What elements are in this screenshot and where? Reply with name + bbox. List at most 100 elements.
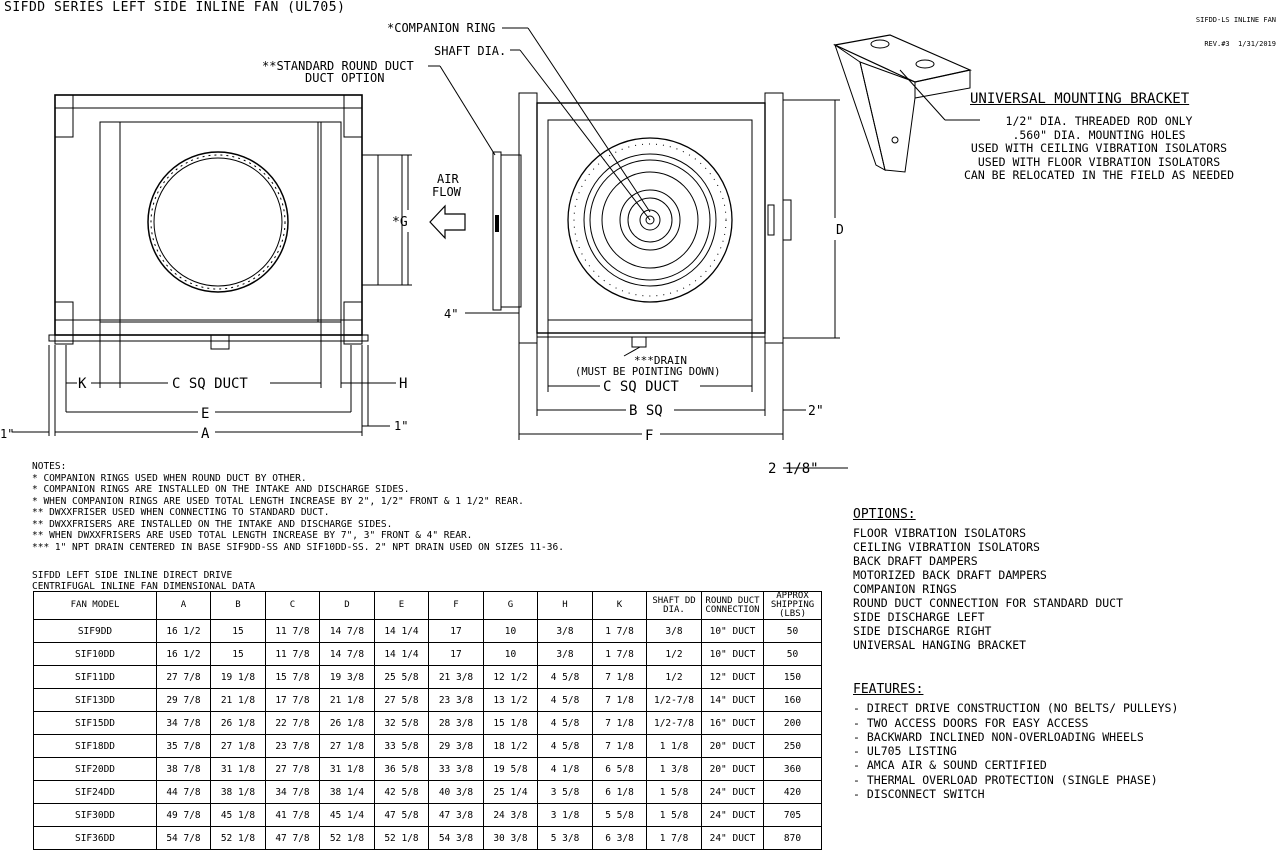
label-companion-ring: *COMPANION RING [387, 21, 495, 35]
table-cell: 50 [763, 642, 822, 666]
table-cell: 4 5/8 [537, 688, 593, 712]
table-cell: 1/2 [646, 665, 702, 689]
table-cell: SIF11DD [33, 665, 157, 689]
table-header-cell: C [265, 591, 320, 620]
table-cell: 1 7/8 [592, 642, 647, 666]
label-f: F [645, 428, 653, 444]
table-cell: 29 7/8 [156, 688, 211, 712]
table-cell: 10" DUCT [701, 642, 764, 666]
table-cell: 24" DUCT [701, 780, 764, 804]
table-cell: 30 3/8 [483, 826, 538, 850]
notes-block: NOTES: * COMPANION RINGS USED WHEN ROUND… [32, 461, 564, 553]
label-shaft-dia: SHAFT DIA. [434, 44, 506, 58]
table-cell: 20" DUCT [701, 734, 764, 758]
note-line: *** 1" NPT DRAIN CENTERED IN BASE SIF9DD… [32, 541, 564, 553]
table-cell: 705 [763, 803, 822, 827]
table-cell: 20" DUCT [701, 757, 764, 781]
table-cell: 32 5/8 [374, 711, 429, 735]
label-round-duct-2: DUCT OPTION [305, 71, 384, 85]
table-cell: 5 3/8 [537, 826, 593, 850]
table-cell: 17 [428, 642, 484, 666]
table-cell: 6 5/8 [592, 757, 647, 781]
table-cell: 5 5/8 [592, 803, 647, 827]
label-c-sq-duct-left: C SQ DUCT [172, 376, 248, 392]
table-cell: 10 [483, 619, 538, 643]
table-header-cell: SHAFT DD DIA. [646, 591, 702, 620]
feature-item: - DIRECT DRIVE CONSTRUCTION (NO BELTS/ P… [853, 701, 1179, 716]
table-cell: 1/2-7/8 [646, 688, 702, 712]
left-side-view [12, 94, 466, 436]
table-header-cell: ROUND DUCT CONNECTION [701, 591, 764, 620]
table-cell: 14 7/8 [319, 642, 375, 666]
bracket-line: 1/2" DIA. THREADED ROD ONLY [1005, 114, 1193, 128]
revision-line-1: SIFDD-LS INLINE FAN [1195, 16, 1276, 25]
bracket-title: UNIVERSAL MOUNTING BRACKET [970, 91, 1190, 107]
table-cell: 33 3/8 [428, 757, 484, 781]
table-cell: SIF36DD [33, 826, 157, 850]
option-item: BACK DRAFT DAMPERS [853, 554, 978, 568]
table-cell: 13 1/2 [483, 688, 538, 712]
table-header-cell: H [537, 591, 593, 620]
option-item: ROUND DUCT CONNECTION FOR STANDARD DUCT [853, 596, 1124, 610]
feature-item: - THERMAL OVERLOAD PROTECTION (SINGLE PH… [853, 772, 1158, 787]
table-cell: 24 3/8 [483, 803, 538, 827]
table-cell: 6 3/8 [592, 826, 647, 850]
bracket-line: .560" DIA. MOUNTING HOLES [1012, 127, 1186, 142]
note-line: * COMPANION RINGS ARE INSTALLED ON THE I… [32, 484, 410, 495]
table-cell: 38 1/4 [319, 780, 375, 804]
table-cell: 4 1/8 [537, 757, 593, 781]
table-cell: 38 7/8 [156, 757, 211, 781]
table-cell: 31 1/8 [319, 757, 375, 781]
table-cell: SIF10DD [33, 642, 157, 666]
label-flow: FLOW [432, 185, 462, 199]
label-2in: 2" [808, 404, 824, 419]
table-cell: 24" DUCT [701, 803, 764, 827]
front-view [428, 27, 848, 469]
revision-line-2: REV.#3 1/31/2019 [1204, 40, 1276, 49]
label-1in-left: 1" [0, 427, 14, 441]
table-cell: 6 1/8 [592, 780, 647, 804]
table-header-cell: G [483, 591, 538, 620]
option-item: COMPANION RINGS [853, 582, 957, 596]
table-cell: 23 7/8 [265, 734, 320, 758]
table-cell: 10 [483, 642, 538, 666]
bracket-line: USED WITH FLOOR VIBRATION ISOLATORS [977, 154, 1221, 169]
table-cell: 15 [210, 619, 266, 643]
option-item: UNIVERSAL HANGING BRACKET [853, 638, 1027, 652]
table-cell: 420 [763, 780, 822, 804]
table-header-cell: E [374, 591, 429, 620]
table-cell: 200 [763, 711, 822, 735]
table-cell: 1 7/8 [592, 619, 647, 643]
table-cell: 15 [210, 642, 266, 666]
table-cell: 25 5/8 [374, 665, 429, 689]
table-cell: 49 7/8 [156, 803, 211, 827]
table-cell: 15 7/8 [265, 665, 320, 689]
table-cell: 45 1/4 [319, 803, 375, 827]
label-k: K [78, 376, 87, 392]
table-cell: 14 7/8 [319, 619, 375, 643]
table-cell: 27 5/8 [374, 688, 429, 712]
option-item: CEILING VIBRATION ISOLATORS [853, 540, 1040, 554]
table-cell: 19 1/8 [210, 665, 266, 689]
table-cell: 14 1/4 [374, 642, 429, 666]
table-cell: 1/2 [646, 642, 702, 666]
table-cell: 26 1/8 [210, 711, 266, 735]
table-header-cell: F [428, 591, 484, 620]
table-cell: SIF18DD [33, 734, 157, 758]
table-cell: 21 1/8 [319, 688, 375, 712]
table-cell: 18 1/2 [483, 734, 538, 758]
table-cell: SIF30DD [33, 803, 157, 827]
table-cell: 21 3/8 [428, 665, 484, 689]
table-cell: 11 7/8 [265, 642, 320, 666]
table-cell: 36 5/8 [374, 757, 429, 781]
table-cell: 250 [763, 734, 822, 758]
table-cell: SIF20DD [33, 757, 157, 781]
label-drain-2: (MUST BE POINTING DOWN) [575, 366, 720, 378]
table-caption-line-2: CENTRIFUGAL INLINE FAN DIMENSIONAL DATA [32, 581, 256, 592]
